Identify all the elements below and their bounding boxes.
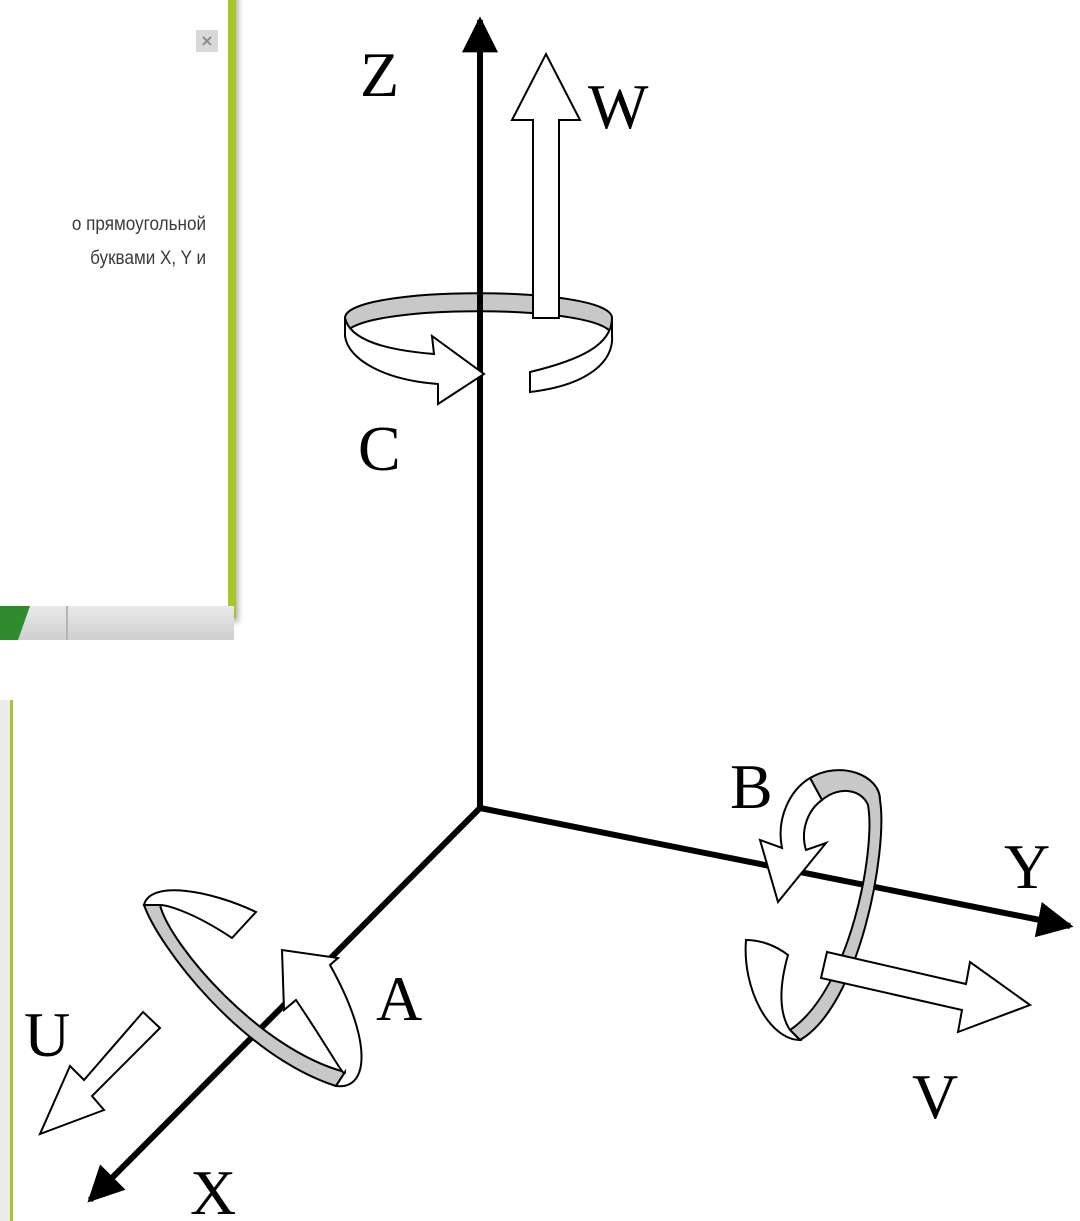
b-label: B xyxy=(730,751,773,822)
a-label: A xyxy=(376,963,422,1034)
popup-text: о прямоугольной буквами X, Y и xyxy=(72,208,206,276)
rotation-b-arrow xyxy=(744,769,883,1042)
popup-text-line: буквами X, Y и xyxy=(90,248,206,269)
close-icon[interactable]: × xyxy=(196,30,218,52)
popup-footer-strip xyxy=(0,606,234,640)
z-axis-label: Z xyxy=(360,39,399,110)
rotation-c-arrow xyxy=(344,317,614,406)
v-translation-arrow xyxy=(819,950,1033,1034)
w-translation-arrow xyxy=(510,51,582,319)
y-axis-label: Y xyxy=(1004,831,1050,902)
popup-text-line: о прямоугольной xyxy=(71,214,206,235)
rotation-a-arrow xyxy=(142,889,363,1088)
c-label: C xyxy=(358,413,401,484)
popup-window: × о прямоугольной буквами X, Y и xyxy=(0,0,236,618)
x-axis-label: X xyxy=(190,1157,236,1221)
w-label: W xyxy=(588,71,649,142)
strip-divider xyxy=(66,606,68,640)
left-panel-edge xyxy=(0,700,13,1221)
v-label: V xyxy=(912,1061,958,1132)
u-translation-arrow xyxy=(38,1010,162,1136)
u-label: U xyxy=(24,999,70,1070)
